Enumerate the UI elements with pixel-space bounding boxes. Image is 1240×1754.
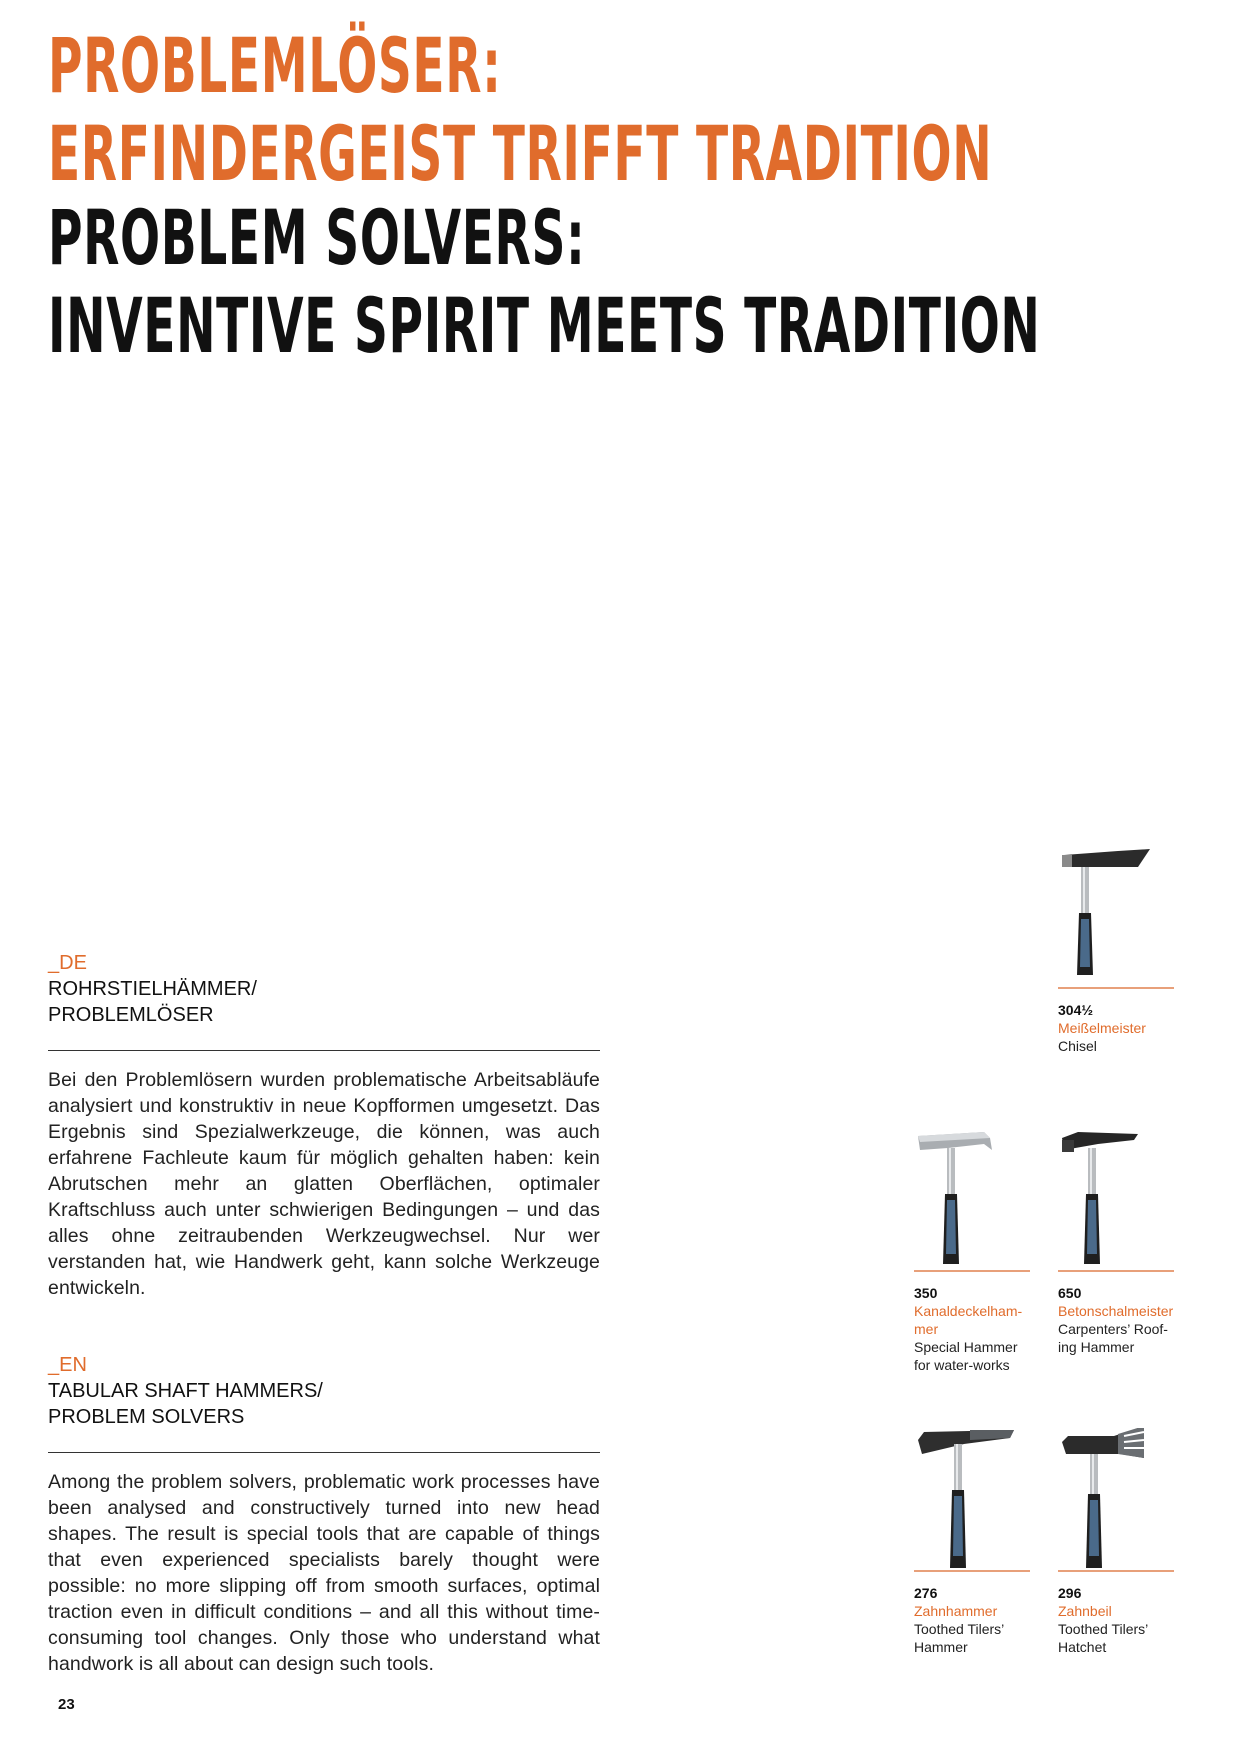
section-english: _EN TABULAR SHAFT HAMMERS/ PROBLEM SOLVE… — [48, 1352, 600, 1677]
divider — [48, 1050, 600, 1051]
product-number: 650 — [1058, 1285, 1082, 1301]
product-name: Betonschalmeister — [1058, 1303, 1174, 1319]
product-number: 304½ — [1058, 1002, 1094, 1018]
headline-en-line1: PROBLEM SOLVERS: — [48, 193, 586, 282]
sewer-cover-hammer-icon — [914, 1128, 1030, 1268]
section-title-de: ROHRSTIELHÄMMER/ PROBLEMLÖSER — [48, 976, 600, 1028]
concrete-formwork-hammer-icon — [1058, 1128, 1174, 1268]
body-text-en: Among the problem solvers, problematic w… — [48, 1471, 600, 1675]
section-title-en-line1: TABULAR SHAFT HAMMERS/ — [48, 1380, 323, 1402]
product-card-304: 304½ Meißelmeister Chisel — [1058, 845, 1174, 1055]
headline-en-line2: INVENTIVE SPIRIT MEETS TRADITION — [48, 281, 1041, 370]
product-divider — [1058, 1270, 1174, 1272]
language-tag-de: _DE — [48, 952, 87, 974]
product-name: Kanaldeckelham-mer — [914, 1303, 1023, 1337]
product-card-276: 276 Zahnhammer Toothed Tilers’Hammer — [914, 1428, 1030, 1656]
product-number: 296 — [1058, 1585, 1082, 1601]
body-text-de: Bei den Problemlösern wurden problematis… — [48, 1069, 600, 1299]
toothed-hatchet-icon — [1058, 1428, 1174, 1568]
product-divider — [914, 1570, 1030, 1572]
product-description: Toothed Tilers’Hammer — [914, 1621, 1005, 1655]
page-number: 23 — [58, 1696, 75, 1713]
chisel-hammer-icon — [1058, 845, 1174, 985]
product-description: Toothed Tilers’Hatchet — [1058, 1621, 1149, 1655]
language-tag-en: _EN — [48, 1354, 87, 1376]
product-name: Zahnbeil — [1058, 1603, 1112, 1619]
section-title-en-line2: PROBLEM SOLVERS — [48, 1406, 245, 1428]
product-description: Carpenters’ Roof-ing Hammer — [1058, 1321, 1168, 1355]
product-divider — [914, 1270, 1030, 1272]
product-name: Zahnhammer — [914, 1603, 998, 1619]
product-number: 276 — [914, 1585, 938, 1601]
product-divider — [1058, 987, 1174, 989]
product-number: 350 — [914, 1285, 938, 1301]
section-title-de-line2: PROBLEMLÖSER — [48, 1004, 214, 1026]
toothed-hammer-icon — [914, 1428, 1030, 1568]
headline-de-line2: ERFINDERGEIST TRIFFT TRADITION — [48, 109, 993, 198]
section-german: _DE ROHRSTIELHÄMMER/ PROBLEMLÖSER Bei de… — [48, 950, 600, 1301]
product-divider — [1058, 1570, 1174, 1572]
product-card-650: 650 Betonschalmeister Carpenters’ Roof-i… — [1058, 1128, 1174, 1356]
divider — [48, 1452, 600, 1453]
product-name: Meißelmeister — [1058, 1020, 1146, 1036]
section-title-de-line1: ROHRSTIELHÄMMER/ — [48, 978, 257, 1000]
product-card-296: 296 Zahnbeil Toothed Tilers’Hatchet — [1058, 1428, 1174, 1656]
product-description: Chisel — [1058, 1038, 1097, 1054]
section-title-en: TABULAR SHAFT HAMMERS/ PROBLEM SOLVERS — [48, 1378, 600, 1430]
headline-de-line1: PROBLEMLÖSER: — [48, 21, 502, 110]
